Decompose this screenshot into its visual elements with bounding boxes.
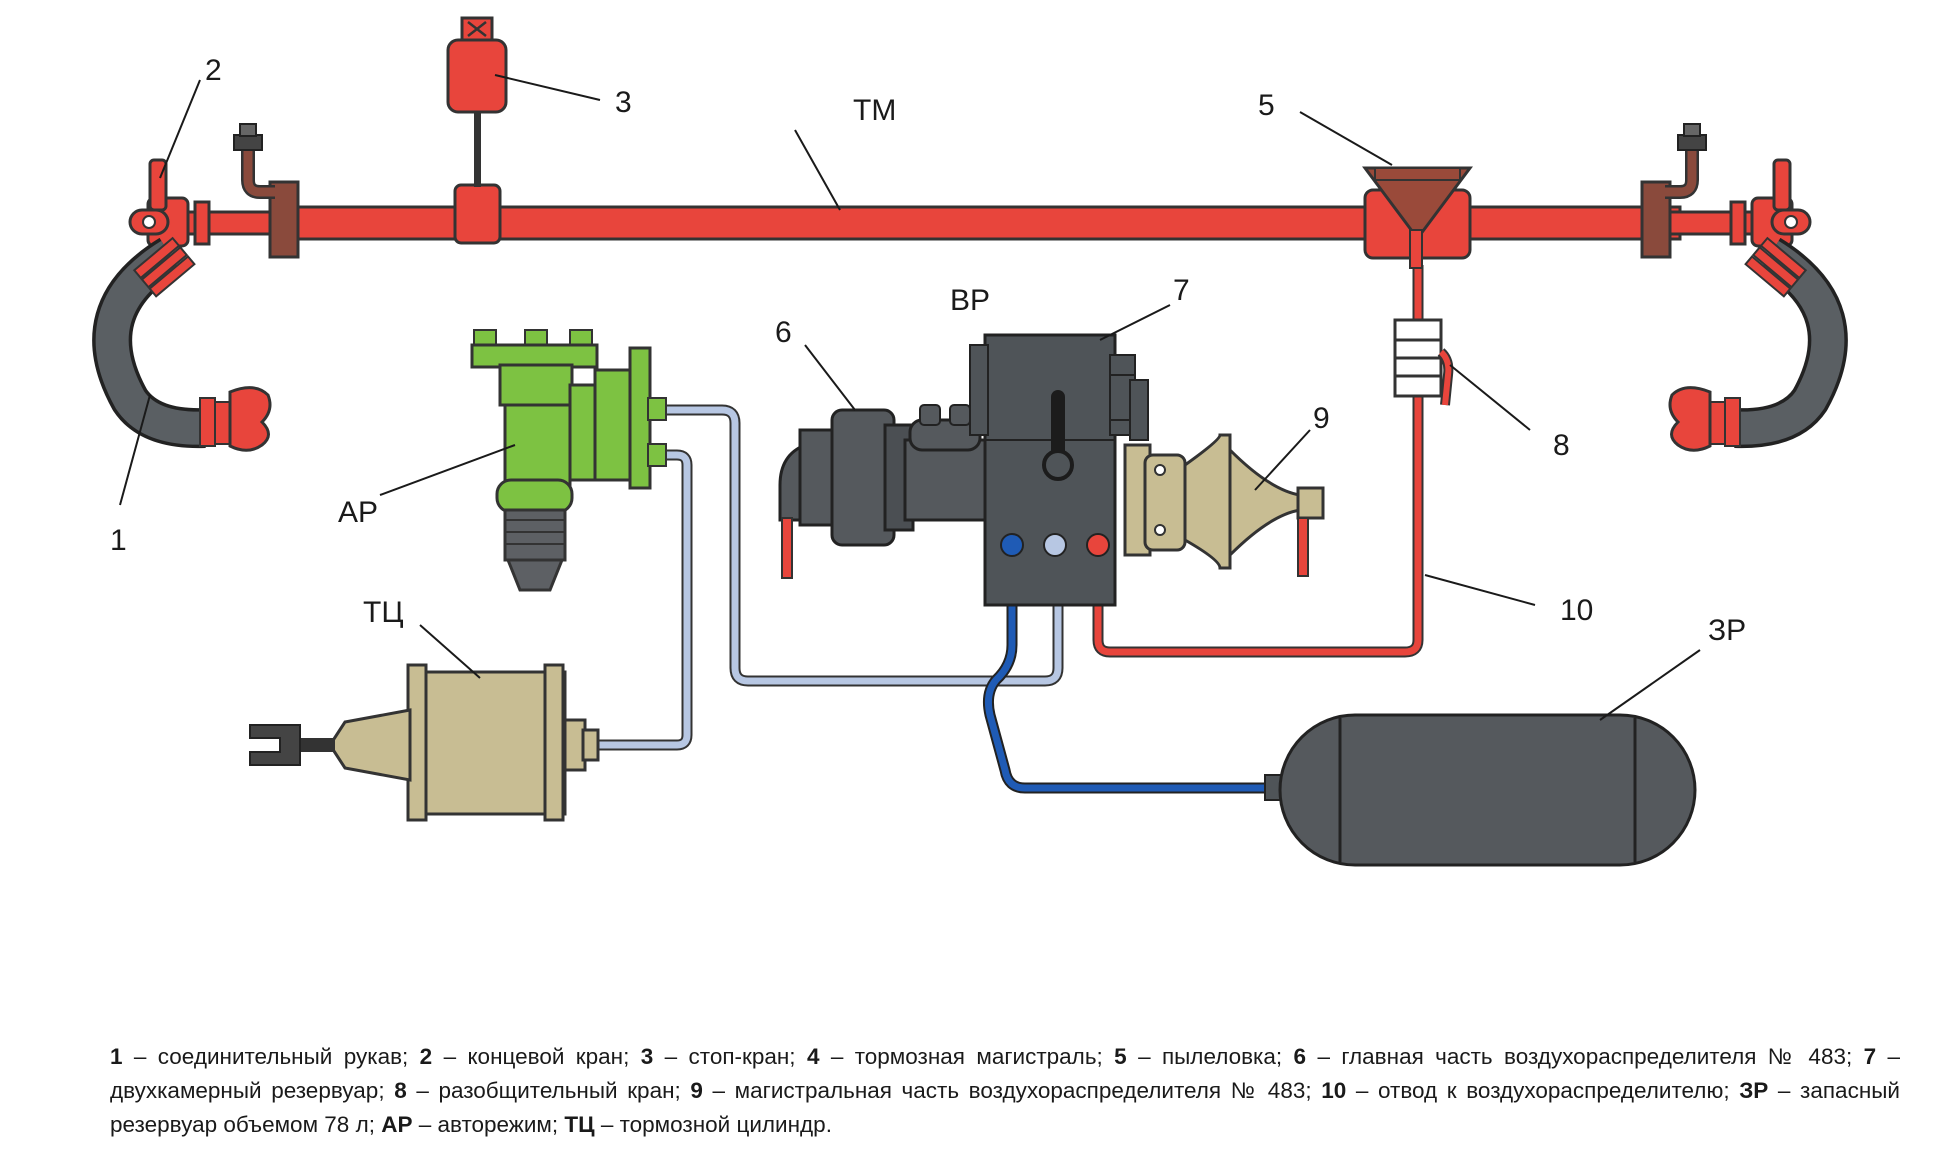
pipe-auto-mode-to-distributor — [665, 404, 1064, 687]
air-distributor-icon — [969, 333, 1149, 607]
label-6: 6 — [775, 316, 792, 349]
caption-text: – авторежим; — [412, 1112, 565, 1137]
caption-text: – магистральная часть воздухораспределит… — [702, 1078, 1322, 1103]
caption-text: – главная часть воздухораспределителя № … — [1306, 1044, 1864, 1069]
pipe-distributor-to-reservoir — [983, 548, 1275, 794]
right-end-cock-icon — [1640, 123, 1848, 452]
caption-key: 6 — [1293, 1044, 1307, 1069]
stop-cock-icon — [446, 16, 508, 245]
caption-text: – отвод к воздухораспредели­телю; — [1346, 1078, 1740, 1103]
label-ar: АР — [338, 496, 378, 529]
figure-caption: 1 – соединительный рукав; 2 – концевой к… — [110, 1040, 1900, 1142]
caption-key: 4 — [806, 1044, 820, 1069]
brake-system-diagram: 1 2 3 ТМ 5 ВР 7 6 9 8 АР 10 ТЦ ЗР — [92, 16, 1848, 867]
pipe-auto-mode-to-cylinder — [595, 449, 693, 751]
pipe-branch-10 — [1092, 265, 1424, 658]
main-line-part-icon — [1123, 433, 1325, 577]
left-valve-fitting — [233, 123, 300, 259]
caption-key: 1 — [110, 1044, 123, 1069]
caption-key: 7 — [1863, 1044, 1877, 1069]
caption-key: 9 — [690, 1078, 703, 1103]
caption-key: ЗР — [1739, 1078, 1769, 1103]
caption-key: АР — [381, 1112, 413, 1137]
label-1: 1 — [110, 524, 127, 557]
caption-text: – тормозной цилиндр. — [594, 1112, 832, 1137]
caption-key: ТЦ — [564, 1112, 595, 1137]
label-2: 2 — [205, 54, 222, 87]
caption-key: 10 — [1321, 1078, 1347, 1103]
caption-text: – запасный резервуар объемом 78 л; — [110, 1078, 1900, 1137]
caption-text: – пылеловка; — [1126, 1044, 1294, 1069]
brake-cylinder-icon — [249, 663, 600, 822]
caption-key: 8 — [394, 1078, 407, 1103]
label-tm: ТМ — [853, 94, 896, 127]
caption-text: – стоп-кран; — [653, 1044, 807, 1069]
end-cock-icon — [128, 158, 211, 248]
caption-key: 3 — [640, 1044, 654, 1069]
label-5: 5 — [1258, 89, 1275, 122]
callout-labels: 1 2 3 ТМ 5 ВР 7 6 9 8 АР 10 ТЦ ЗР — [110, 54, 1746, 647]
caption-text: – концевой кран; — [432, 1044, 641, 1069]
isolating-cock-icon — [1393, 318, 1454, 406]
brake-main-line — [168, 205, 1782, 241]
label-9: 9 — [1313, 402, 1330, 435]
coupling-hose-icon — [92, 236, 272, 452]
reservoir-icon — [1264, 713, 1697, 867]
dust-catcher-icon — [1362, 166, 1473, 269]
label-zr: ЗР — [1708, 614, 1746, 647]
label-tc: ТЦ — [363, 596, 404, 629]
caption-key: 5 — [1114, 1044, 1127, 1069]
label-3: 3 — [615, 86, 632, 119]
auto-mode-icon — [470, 329, 667, 592]
caption-key: 2 — [419, 1044, 433, 1069]
label-vr: ВР — [950, 284, 990, 317]
caption-text: – разобщительный кран; — [406, 1078, 691, 1103]
caption-text: – тормозная магистраль; — [819, 1044, 1115, 1069]
label-10: 10 — [1560, 594, 1593, 627]
label-8: 8 — [1553, 429, 1570, 462]
label-7: 7 — [1173, 274, 1190, 307]
main-part-icon — [778, 404, 987, 579]
leader-lines — [119, 74, 1701, 721]
caption-text: – соединительный рукав; — [122, 1044, 420, 1069]
caption-text: – двухкамерный резервуар; — [110, 1044, 1901, 1103]
